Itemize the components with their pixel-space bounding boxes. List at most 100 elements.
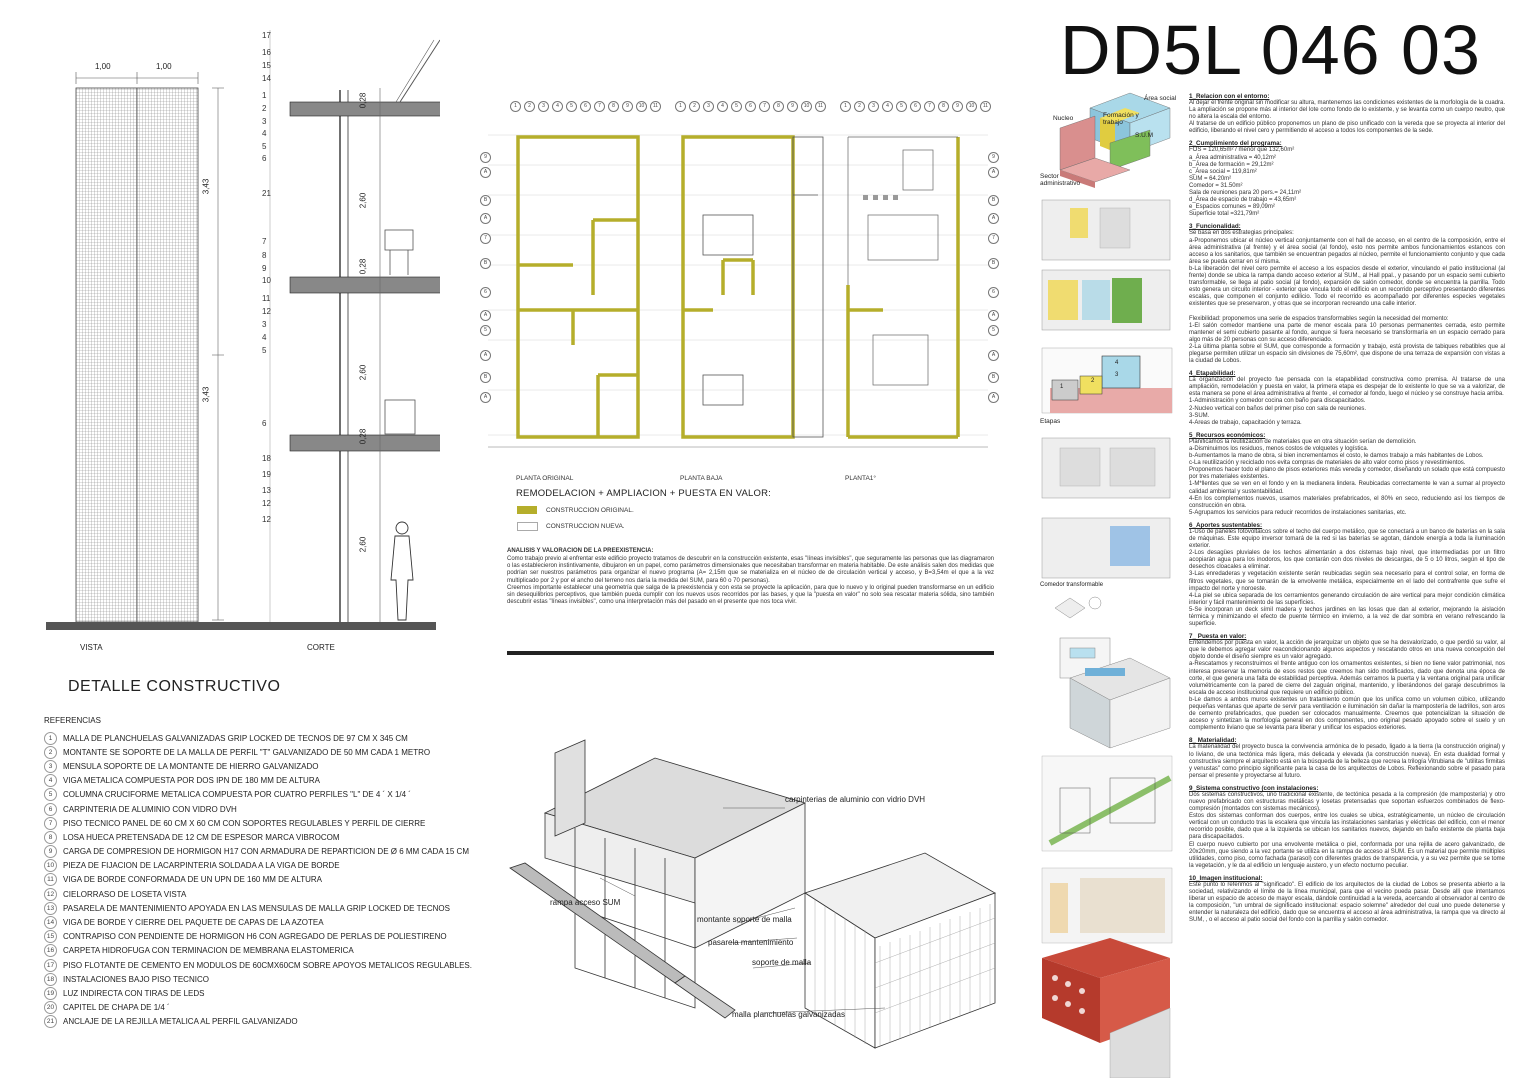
reference-number: 17 xyxy=(44,958,57,972)
legend-original-label: CONSTRUCCION ORIGINAL. xyxy=(546,507,634,514)
reference-number: 2 xyxy=(44,745,57,759)
dim-section-4: 2,60 xyxy=(358,364,368,381)
reference-text: MONTANTE SE SOPORTE DE LA MALLA DE PERFI… xyxy=(63,747,431,757)
plans-heading: REMODELACION + AMPLIACION + PUESTA EN VA… xyxy=(516,488,771,499)
row-letter: A xyxy=(480,350,491,361)
grid-number: 6 xyxy=(580,101,591,112)
row-letter: 5 xyxy=(480,325,491,336)
reference-number: 20 xyxy=(44,1001,57,1015)
memoria-text-column: 1_Relacion con el entorno:Al dejar el fr… xyxy=(1189,88,1505,924)
section-heading: 10_Imagen institucional: xyxy=(1189,874,1263,882)
grid-number: 7 xyxy=(594,101,605,112)
reference-number: 18 xyxy=(44,972,57,986)
grid-number: 10 xyxy=(966,101,977,112)
grid-number: 2 xyxy=(689,101,700,112)
grid-number: 3 xyxy=(868,101,879,112)
section-heading: 7_ Puesta en valor: xyxy=(1189,633,1247,641)
grid-number: 6 xyxy=(745,101,756,112)
section-body: Al dejar el frente original sin modifica… xyxy=(1189,100,1505,135)
grid-number: 10 xyxy=(801,101,812,112)
section-number: 13 xyxy=(262,486,271,495)
section-number: 2 xyxy=(262,104,267,113)
floor-plans-drawing xyxy=(488,134,988,448)
diag-formacion: Formación y trabajo xyxy=(1103,112,1139,126)
section-number: 1 xyxy=(262,91,267,100)
grid-number: 2 xyxy=(854,101,865,112)
dim-height-1: 3,43 xyxy=(201,178,211,195)
reference-number: 12 xyxy=(44,887,57,901)
refs-heading: REFERENCIAS xyxy=(44,716,101,725)
row-letter: 6 xyxy=(988,287,999,298)
reference-text: INSTALACIONES BAJO PISO TECNICO xyxy=(63,974,209,984)
reference-text: LOSA HUECA PRETENSADA DE 12 CM DE ESPESO… xyxy=(63,832,340,842)
axonometric-drawing xyxy=(509,739,996,1049)
grid-number: 5 xyxy=(566,101,577,112)
section-heading: 6_Aportes sustentables: xyxy=(1189,521,1263,529)
row-letter: 9 xyxy=(988,152,999,163)
grid-number: 9 xyxy=(952,101,963,112)
row-letter: 7 xyxy=(988,233,999,244)
reference-text: MENSULA SOPORTE DE LA MONTANTE DE HIERRO… xyxy=(63,761,319,771)
reference-text: ANCLAJE DE LA REJILLA METALICA AL PERFIL… xyxy=(63,1017,298,1027)
reference-number: 8 xyxy=(44,830,57,844)
section-number: 5 xyxy=(262,142,267,151)
section-body: Entendemos por puesta en valor, la acció… xyxy=(1189,640,1505,732)
section-number: 10 xyxy=(262,276,271,285)
dim-section-5: 0,28 xyxy=(358,428,368,445)
section-heading: 4_Etapabilidad: xyxy=(1189,370,1236,378)
row-letter: A xyxy=(480,213,491,224)
reference-number: 14 xyxy=(44,916,57,930)
grid-number: 1 xyxy=(840,101,851,112)
section-number: 15 xyxy=(262,61,271,70)
section-body: La organización del proyecto fue pensada… xyxy=(1189,377,1505,426)
section-number: 12 xyxy=(262,499,271,508)
axon-label-rampa: rampa acceso SUM xyxy=(550,898,621,907)
row-letter: A xyxy=(988,392,999,403)
dim-section-2: 2,60 xyxy=(358,192,368,209)
reference-text: COLUMNA CRUCIFORME METALICA COMPUESTA PO… xyxy=(63,790,411,800)
reference-text: VIGA METALICA COMPUESTA POR DOS IPN DE 1… xyxy=(63,776,320,786)
dim-width-1: 1,00 xyxy=(95,62,111,71)
dim-section-6: 2,60 xyxy=(358,536,368,553)
reference-number: 9 xyxy=(44,845,57,859)
section-number: 12 xyxy=(262,515,271,524)
reference-number: 7 xyxy=(44,816,57,830)
section-body: Se basa en dos estrategias principales: … xyxy=(1189,230,1505,365)
reference-text: VIGA DE BORDE CONFORMADA DE UN UPN DE 16… xyxy=(63,875,323,885)
reference-item: 8 LOSA HUECA PRETENSADA DE 12 CM DE ESPES… xyxy=(44,830,514,844)
row-letter: B xyxy=(480,258,491,269)
axon-label-carpinteria: carpinterias de aluminio con vidrio DVH xyxy=(785,795,926,804)
diag-comedor: Comedor transformable xyxy=(1040,582,1104,588)
grid-number: 8 xyxy=(773,101,784,112)
section-body: 1-Uso de paneles fotovoltaicos sobre el … xyxy=(1189,528,1505,628)
reference-number: 13 xyxy=(44,901,57,915)
reference-number: 16 xyxy=(44,944,57,958)
diagram-column xyxy=(1041,92,1173,1078)
reference-text: CARPINTERIA DE ALUMINIO CON VIDRO DVH xyxy=(63,804,237,814)
grid-number: 11 xyxy=(650,101,661,112)
grid-number: 8 xyxy=(938,101,949,112)
reference-text: VIGA DE BORDE Y CIERRE DEL PAQUETE DE CA… xyxy=(63,918,324,928)
section-number: 18 xyxy=(262,454,271,463)
reference-text: LUZ INDIRECTA CON TIRAS DE LEDS xyxy=(63,988,205,998)
section-number: 6 xyxy=(262,419,267,428)
row-letter: 6 xyxy=(480,287,491,298)
dim-width-2: 1,00 xyxy=(156,62,172,71)
grid-number: 5 xyxy=(896,101,907,112)
section-number: 5 xyxy=(262,346,267,355)
grid-number: 11 xyxy=(980,101,991,112)
grid-number: 6 xyxy=(910,101,921,112)
section-body: La materialidad del proyecto busca la co… xyxy=(1189,744,1505,779)
grid-number: 1 xyxy=(510,101,521,112)
reference-number: 19 xyxy=(44,986,57,1000)
reference-text: CARPETA HIDROFUGA CON TERMINACION DE MEM… xyxy=(63,946,354,956)
row-letter: 5 xyxy=(988,325,999,336)
plan-label-original: PLANTA ORIGINAL xyxy=(516,475,574,482)
section-body: Dos sistemas constructivos, uno tradicio… xyxy=(1189,791,1505,869)
analysis-title: ANALISIS Y VALORACION DE LA PREEXISTENCI… xyxy=(507,548,654,554)
